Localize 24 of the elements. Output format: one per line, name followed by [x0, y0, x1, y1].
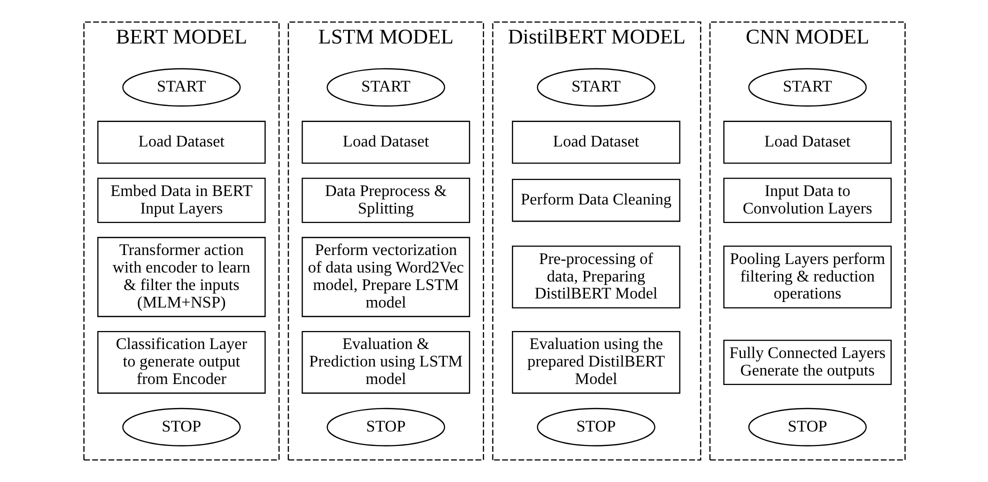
node-box: Load Dataset	[301, 120, 470, 164]
node-ellipse: STOP	[748, 408, 866, 446]
node-box: Embed Data in BERT Input Layers	[96, 178, 266, 223]
node-ellipse: START	[122, 68, 240, 107]
node-box: Load Dataset	[722, 120, 892, 164]
node-box: Pooling Layers perform filtering & reduction operations	[722, 246, 892, 308]
node-box: Evaluation & Prediction using LSTM model	[301, 331, 470, 394]
node-box: Load Dataset	[511, 120, 680, 164]
node-ellipse: START	[748, 68, 866, 107]
node-box: Fully Connected Layers Generate the outputs	[722, 340, 892, 385]
node-box: Transformer action with encoder to learn & filter the inputs (MLM+NSP)	[96, 236, 266, 318]
node-box: Input Data to Convolution Layers	[722, 178, 892, 223]
node-ellipse: STOP	[326, 408, 445, 446]
node-box: Data Preprocess & Splitting	[301, 178, 470, 223]
node-box: Evaluation using the prepared DistilBERT Model	[511, 331, 680, 394]
node-ellipse: START	[536, 68, 655, 107]
node-box: Perform vectorization of data using Word2Vec model, Prepare LSTM model	[301, 236, 470, 318]
node-box: Load Dataset	[96, 120, 266, 164]
node-ellipse: STOP	[536, 408, 655, 446]
node-box: Perform Data Cleaning	[511, 178, 680, 222]
node-ellipse: START	[326, 68, 445, 107]
node-box: Classification Layer to generate output from Encoder	[96, 331, 266, 394]
node-ellipse: STOP	[122, 408, 240, 446]
node-box: Pre-processing of data, Preparing DistilBERT Model	[511, 246, 680, 308]
